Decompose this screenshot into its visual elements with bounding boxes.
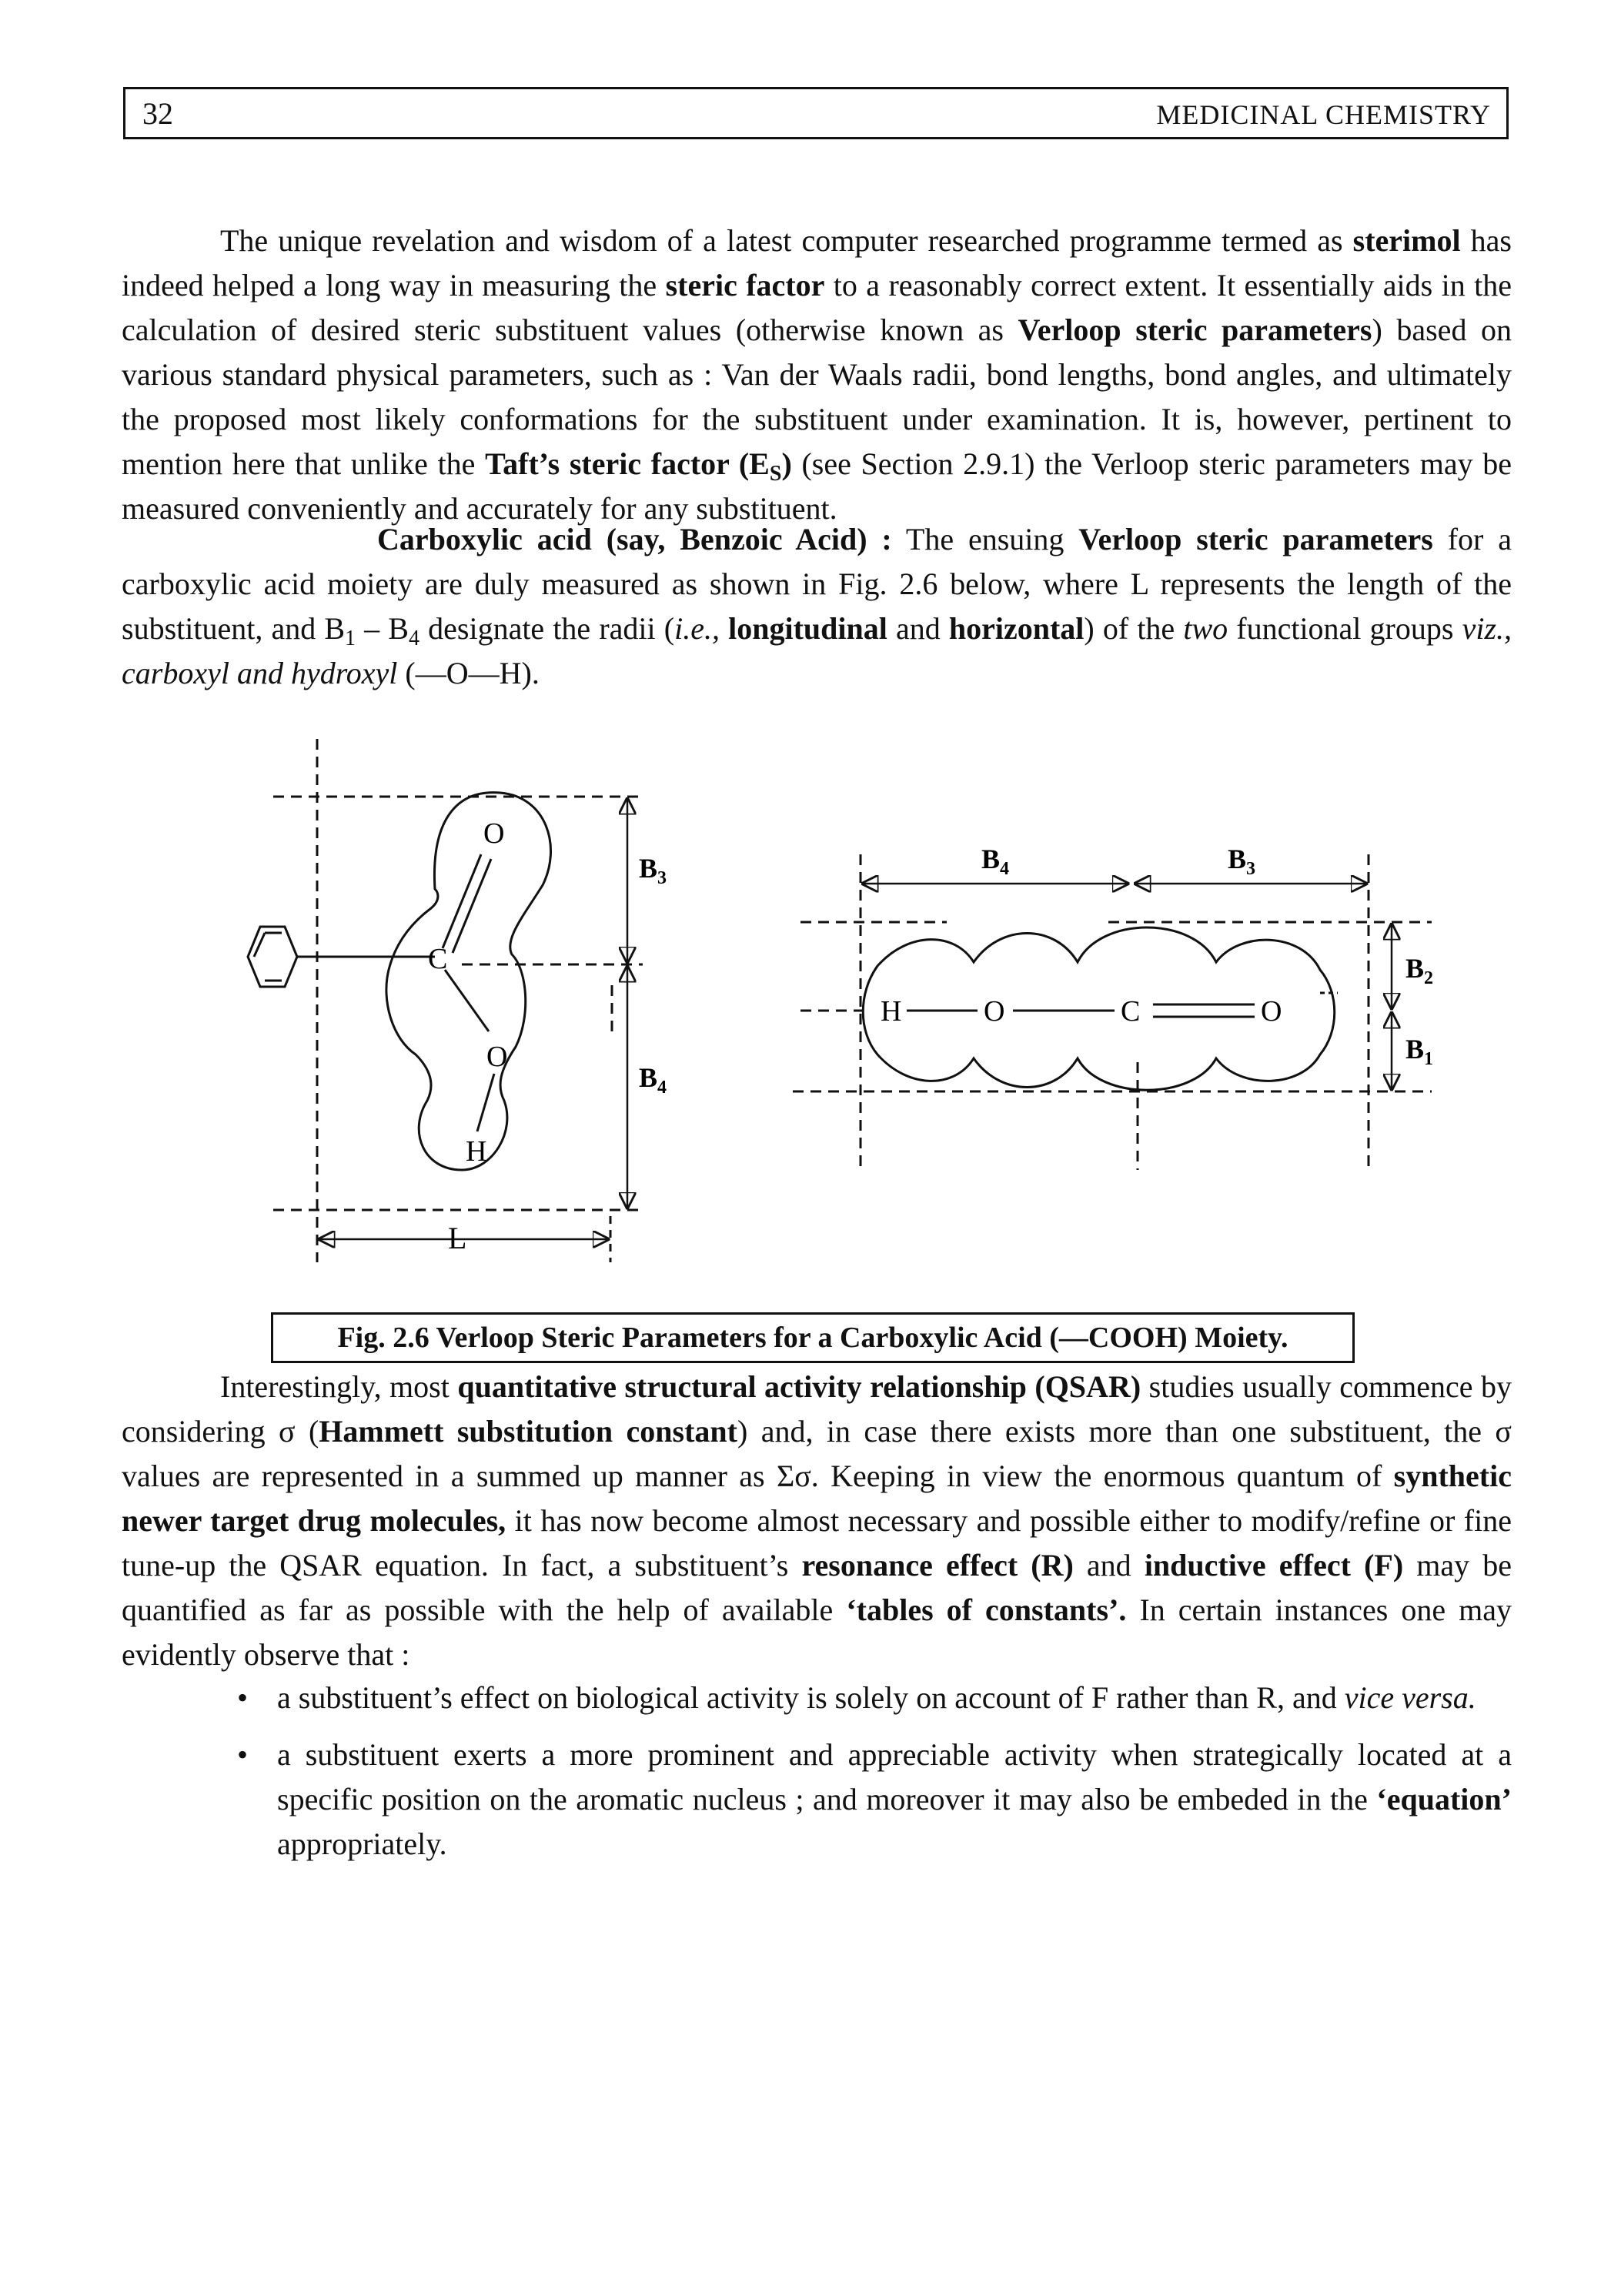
label-b4-subscript: 4 — [657, 1078, 667, 1098]
subscript: S — [769, 462, 782, 486]
italic-term: i.e., — [674, 611, 720, 646]
bold-term-part: ) — [781, 446, 792, 481]
label-b4-letter: B — [981, 844, 1000, 874]
label-b3: B3 — [639, 853, 667, 888]
text-run: designate the radii ( — [419, 611, 675, 646]
label-b3: B3 — [1228, 844, 1255, 879]
text-run: Interestingly, most — [220, 1369, 458, 1404]
label-b4-letter: B — [639, 1062, 657, 1093]
bullet-marker: • — [237, 1737, 249, 1772]
text-run: it has now become almost necessary and p… — [122, 1503, 1512, 1582]
bold-term: inductive effect (F) — [1144, 1548, 1404, 1582]
bold-term: quantitative structural activity relatio… — [457, 1369, 1141, 1404]
list-item: • a substituent’s effect on biological ac… — [231, 1676, 1512, 1720]
text-run: ) based on various standard physical par… — [122, 312, 1512, 481]
text-run: may be quantified as far as possible wit… — [122, 1548, 1512, 1627]
bold-term: Hammett substitution constant — [319, 1414, 737, 1449]
text-run — [720, 611, 728, 646]
text-run: to a reasonably correct extent. It essen… — [122, 268, 1512, 347]
label-b1-subscript: 1 — [1424, 1049, 1433, 1069]
right-atoms: H O C O — [881, 995, 1282, 1028]
page-number: 32 — [142, 96, 173, 131]
text-run: and — [887, 611, 949, 646]
running-title: MEDICINAL CHEMISTRY — [1156, 99, 1491, 130]
atom-o2: O — [1261, 995, 1282, 1028]
figure-drawing: O C O H L B3 B4 — [246, 739, 1433, 1262]
label-b1: B1 — [1405, 1034, 1433, 1069]
subscript: 1 — [345, 627, 356, 650]
text-run: for a carboxylic acid moiety are duly me… — [122, 522, 1512, 646]
atom-c: C — [1121, 995, 1140, 1028]
bold-term: ‘equation’ — [1376, 1782, 1512, 1816]
text-run: In certain instances one may evidently o… — [122, 1592, 1512, 1672]
subscript: 4 — [409, 627, 419, 650]
italic-term: viz., carboxyl and hydroxyl — [122, 611, 1512, 690]
label-b2-subscript: 2 — [1424, 968, 1433, 988]
text-run: a substituent’s effect on biological act… — [277, 1680, 1345, 1715]
label-b3-subscript: 3 — [1246, 859, 1255, 879]
text-run: (—O—H). — [397, 656, 540, 690]
text-run: – B — [356, 611, 409, 646]
right-labels: B4 B3 B2 B1 — [981, 844, 1433, 1069]
label-b4: B4 — [639, 1062, 667, 1098]
bold-term: Verloop steric parameters — [1078, 522, 1433, 556]
bold-term: sterimol — [1352, 223, 1461, 258]
text-run: and — [1073, 1548, 1145, 1582]
atom-o-top: O — [483, 817, 504, 850]
paragraph-carboxylic-acid: Carboxylic acid (say, Benzoic Acid) : Th… — [122, 517, 1512, 696]
figure-verloop-parameters: O C O H L B3 B4 — [200, 739, 1478, 1278]
left-labels: B3 B4 — [639, 853, 667, 1098]
text-run: studies usually commence by considering … — [122, 1369, 1512, 1449]
label-b4: B4 — [981, 844, 1009, 879]
bold-term: longitudinal — [728, 611, 887, 646]
text-run: ) of the — [1084, 611, 1184, 646]
running-header: 32 MEDICINAL CHEMISTRY — [123, 87, 1509, 139]
paragraph-qsar: Interestingly, most quantitative structu… — [122, 1365, 1512, 1677]
label-b4-subscript: 4 — [1000, 859, 1009, 879]
atom-c: C — [428, 943, 447, 975]
text-run: has indeed helped a long way in measurin… — [122, 223, 1512, 302]
bullet-marker: • — [237, 1680, 249, 1715]
figure-caption: Fig. 2.6 Verloop Steric Parameters for a… — [271, 1312, 1355, 1363]
bullet-list: • a substituent’s effect on biological ac… — [231, 1676, 1512, 1879]
bold-term: synthetic newer target drug molecules, — [122, 1459, 1512, 1538]
text-run: (see Section 2.9.1) the Verloop steric p… — [122, 446, 1512, 526]
atom-h: H — [881, 995, 901, 1028]
label-b2-letter: B — [1405, 953, 1424, 984]
label-l: L — [448, 1221, 466, 1255]
bold-term: Verloop steric parameters — [1018, 312, 1372, 347]
atom-o1: O — [984, 995, 1004, 1028]
bold-term: ‘tables of constants’. — [846, 1592, 1127, 1627]
bold-term: steric factor — [665, 268, 825, 302]
left-atoms: O C O H L — [428, 817, 507, 1255]
atom-h: H — [466, 1135, 486, 1168]
bold-term: resonance effect (R) — [801, 1548, 1074, 1582]
label-b3-subscript: 3 — [657, 868, 667, 888]
bold-term: Carboxylic acid (say, Benzoic Acid) : — [377, 522, 892, 556]
text-run: a substituent exerts a more prominent an… — [277, 1737, 1512, 1816]
italic-term: vice versa. — [1344, 1680, 1476, 1715]
text-run: appropriately. — [277, 1826, 447, 1861]
label-b2: B2 — [1405, 953, 1433, 988]
atom-o-bottom: O — [486, 1041, 507, 1073]
bold-term: Taft’s steric factor (ES) — [485, 446, 792, 485]
bold-term: horizontal — [948, 611, 1085, 646]
text-run: The ensuing — [891, 522, 1079, 556]
italic-term: two — [1183, 611, 1228, 646]
label-b1-letter: B — [1405, 1034, 1424, 1064]
text-run: The unique revelation and wisdom of a la… — [220, 223, 1353, 258]
left-diagram — [246, 739, 643, 1262]
label-b3-letter: B — [1228, 844, 1246, 874]
list-item: • a substituent exerts a more prominent a… — [231, 1733, 1512, 1867]
text-run: ) and, in case there exists more than on… — [122, 1414, 1512, 1493]
right-diagram — [793, 854, 1432, 1170]
paragraph-sterimol: The unique revelation and wisdom of a la… — [122, 219, 1512, 531]
bold-term-part: Taft’s steric factor (E — [485, 446, 770, 481]
text-run: functional groups — [1228, 611, 1462, 646]
label-b3-letter: B — [639, 853, 657, 884]
